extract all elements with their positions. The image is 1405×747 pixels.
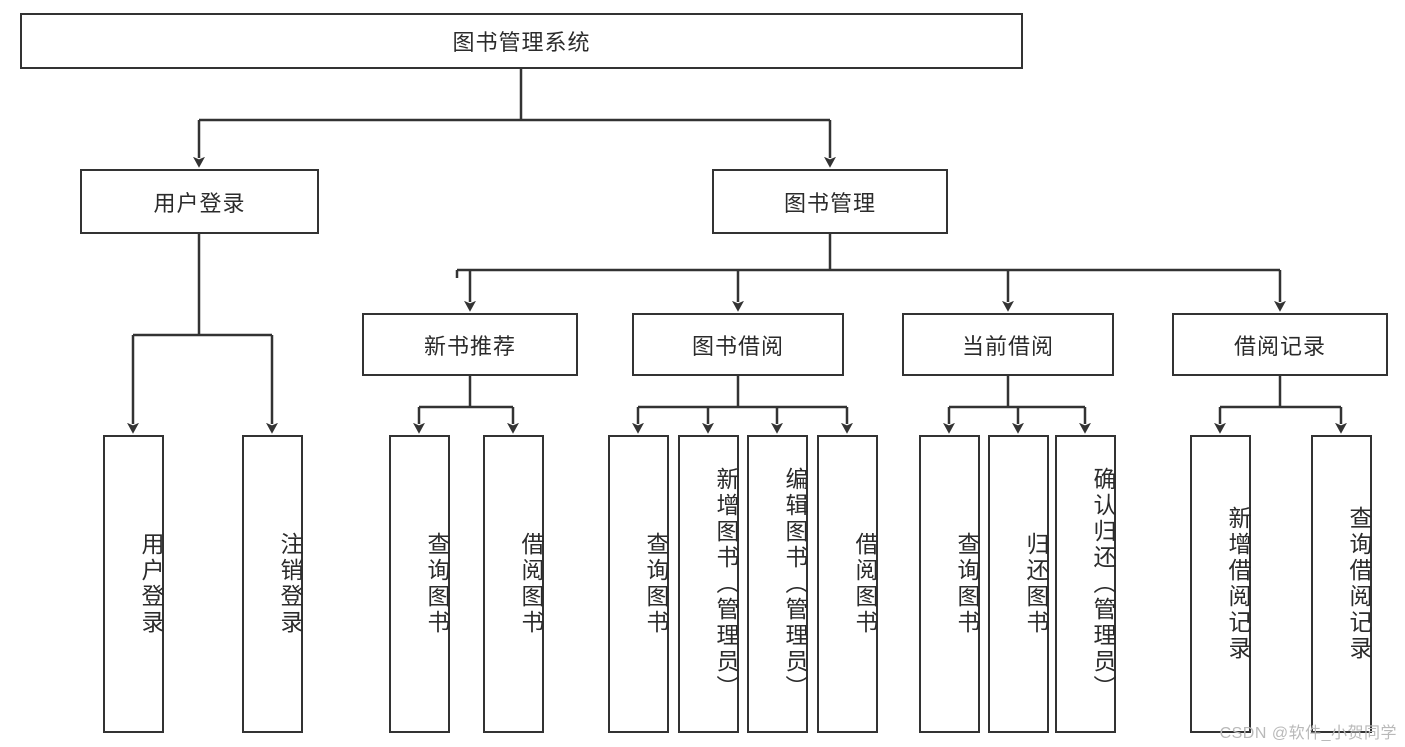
node-book-borrow[interactable]: 图书借阅 bbox=[632, 313, 844, 376]
node-new-book-recommend-label: 新书推荐 bbox=[423, 333, 516, 359]
node-book-manage[interactable]: 图书管理 bbox=[712, 169, 948, 234]
leaf-confirm-return[interactable]: 确认归还（管理员） bbox=[1055, 435, 1116, 733]
leaf-borrow-book-label: 借阅图书 bbox=[852, 532, 878, 636]
node-root-label: 图书管理系统 bbox=[452, 30, 591, 55]
watermark: CSDN @软件_小贺同学 bbox=[1219, 725, 1397, 742]
leaf-return-book[interactable]: 归还图书 bbox=[988, 435, 1049, 733]
leaf-query-book-rec-label: 查询图书 bbox=[424, 532, 450, 636]
node-user-login-label: 用户登录 bbox=[153, 190, 246, 216]
leaf-add-record[interactable]: 新增借阅记录 bbox=[1190, 435, 1251, 733]
leaf-add-book[interactable]: 新增图书（管理员） bbox=[678, 435, 739, 733]
node-root[interactable]: 图书管理系统 bbox=[20, 13, 1023, 69]
node-user-login[interactable]: 用户登录 bbox=[80, 169, 319, 234]
leaf-user-logout-label: 注销登录 bbox=[277, 532, 303, 636]
leaf-query-book-current-label: 查询图书 bbox=[954, 532, 980, 636]
node-current-borrow[interactable]: 当前借阅 bbox=[902, 313, 1114, 376]
leaf-user-login[interactable]: 用户登录 bbox=[103, 435, 164, 733]
leaf-query-record-label: 查询借阅记录 bbox=[1346, 506, 1372, 662]
leaf-confirm-return-label: 确认归还（管理员） bbox=[1090, 467, 1116, 701]
leaf-borrow-book[interactable]: 借阅图书 bbox=[817, 435, 878, 733]
node-book-borrow-label: 图书借阅 bbox=[691, 333, 784, 359]
leaf-user-logout[interactable]: 注销登录 bbox=[242, 435, 303, 733]
leaf-query-book-borrow-label: 查询图书 bbox=[643, 532, 669, 636]
leaf-user-login-label: 用户登录 bbox=[138, 532, 164, 636]
leaf-borrow-book-rec[interactable]: 借阅图书 bbox=[483, 435, 544, 733]
leaf-edit-book[interactable]: 编辑图书（管理员） bbox=[747, 435, 808, 733]
node-current-borrow-label: 当前借阅 bbox=[961, 333, 1054, 359]
leaf-query-book-borrow[interactable]: 查询图书 bbox=[608, 435, 669, 733]
leaf-return-book-label: 归还图书 bbox=[1023, 532, 1049, 636]
node-new-book-recommend[interactable]: 新书推荐 bbox=[362, 313, 578, 376]
node-borrow-record-label: 借阅记录 bbox=[1233, 333, 1326, 359]
leaf-add-record-label: 新增借阅记录 bbox=[1225, 506, 1251, 662]
node-borrow-record[interactable]: 借阅记录 bbox=[1172, 313, 1388, 376]
node-book-manage-label: 图书管理 bbox=[783, 190, 876, 216]
leaf-edit-book-label: 编辑图书（管理员） bbox=[782, 467, 808, 701]
leaf-borrow-book-rec-label: 借阅图书 bbox=[518, 532, 544, 636]
leaf-query-record[interactable]: 查询借阅记录 bbox=[1311, 435, 1372, 733]
leaf-query-book-rec[interactable]: 查询图书 bbox=[389, 435, 450, 733]
leaf-query-book-current[interactable]: 查询图书 bbox=[919, 435, 980, 733]
leaf-add-book-label: 新增图书（管理员） bbox=[713, 467, 739, 701]
